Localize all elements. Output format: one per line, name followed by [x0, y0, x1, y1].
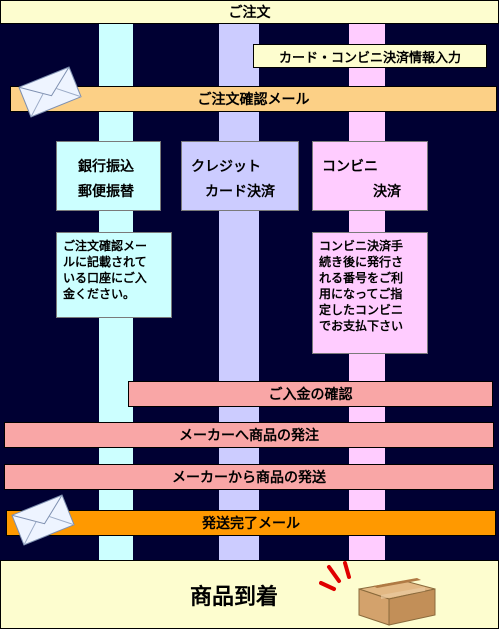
step-order-to-maker-label: メーカーへ商品の発注	[179, 428, 319, 444]
burst-lines-icon	[319, 561, 351, 591]
note-bank-line: いる口座にご入	[63, 271, 147, 285]
note-bank-line: ルに記載されて	[63, 255, 147, 269]
step-payment-confirm-label: ご入金の確認	[268, 387, 353, 403]
note-convenience-line: れる番号をご利	[319, 271, 404, 285]
note-convenience-line: コンビニ決済手	[319, 239, 404, 253]
step-arrival-label: 商品到着	[190, 585, 279, 610]
envelope-icon	[18, 66, 82, 118]
method-credit-line2: カード決済	[205, 184, 275, 200]
step-order-confirm-mail: ご注文確認メール	[10, 86, 497, 112]
method-convenience-line1: コンビニ	[322, 159, 378, 175]
note-convenience-line: でお支払下さい	[319, 319, 404, 333]
method-bank-transfer: 銀行振込 郵便振替	[56, 141, 161, 211]
step-order-confirm-mail-label: ご注文確認メール	[197, 92, 310, 108]
note-convenience-line: 続き後に発行さ	[319, 255, 404, 269]
envelope-icon	[11, 494, 75, 546]
step-card-info-input: カード・コンビニ決済情報入力	[253, 44, 487, 68]
step-arrival: 商品到着	[0, 560, 499, 629]
cardboard-box-icon	[358, 578, 436, 626]
step-order-label: ご注文	[228, 5, 271, 21]
method-bank-line2: 郵便振替	[78, 184, 134, 200]
step-shipping-done-mail-label: 発送完了メール	[202, 516, 300, 532]
step-order: ご注文	[0, 0, 499, 24]
method-convenience-line2: 決済	[373, 184, 401, 200]
note-convenience-line: 用になってご指	[319, 287, 403, 301]
method-credit-card: クレジット カード決済	[181, 141, 299, 211]
note-bank-transfer: ご注文確認メー ルに記載されて いる口座にご入 金ください。	[56, 232, 172, 318]
step-order-to-maker: メーカーへ商品の発注	[4, 422, 494, 448]
note-bank-line: 金ください。	[63, 287, 136, 301]
step-card-info-label: カード・コンビニ決済情報入力	[278, 50, 461, 66]
step-shipping-done-mail: 発送完了メール	[6, 510, 496, 536]
step-ship-from-maker: メーカーから商品の発送	[4, 464, 494, 490]
note-bank-line: ご注文確認メー	[63, 239, 148, 253]
method-credit-line1: クレジット	[191, 159, 261, 175]
method-bank-line1: 銀行振込	[78, 159, 134, 175]
note-convenience-line: 定したコンビニ	[319, 303, 404, 317]
step-ship-from-maker-label: メーカーから商品の発送	[172, 470, 326, 486]
method-convenience-store: コンビニ 決済	[312, 141, 428, 211]
note-convenience-store: コンビニ決済手 続き後に発行さ れる番号をご利 用になってご指 定したコンビニ …	[312, 232, 428, 354]
step-payment-confirm: ご入金の確認	[128, 381, 493, 407]
